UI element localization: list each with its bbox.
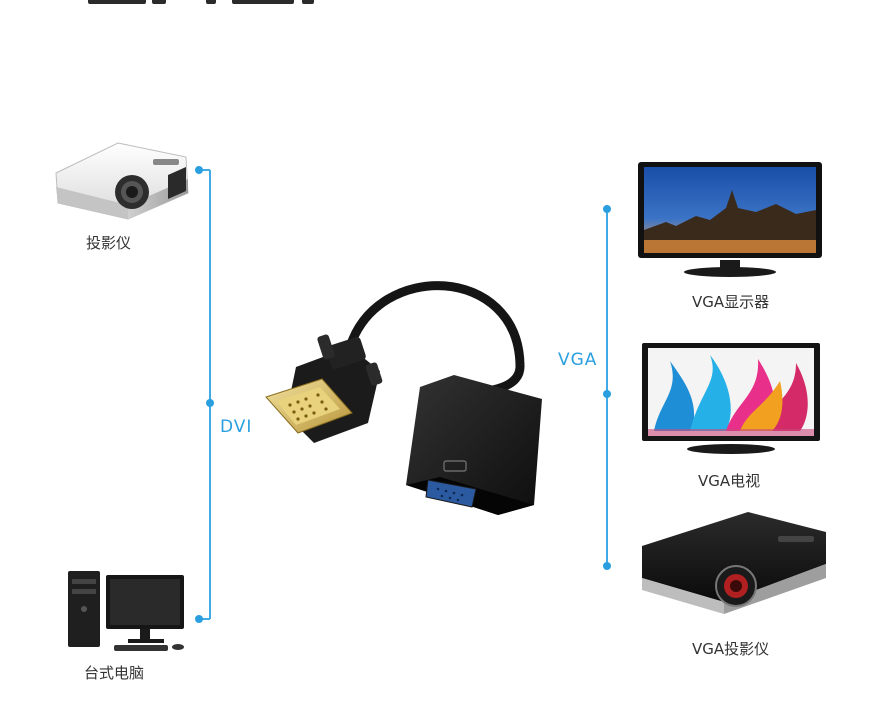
vga-projector-label: VGA投影仪 (692, 640, 770, 658)
cropped-top-text (88, 0, 146, 4)
tv-icon (640, 341, 822, 459)
monitor-icon (636, 160, 824, 280)
cropped-top-text (206, 0, 216, 4)
cropped-top-text (232, 0, 294, 4)
dvi-label: DVI (220, 417, 253, 437)
vga-projector-icon (638, 506, 830, 621)
projector-icon (48, 135, 193, 225)
desktop-computer-icon (62, 565, 192, 653)
dvi-to-vga-adapter-icon (258, 275, 548, 515)
cropped-top-text (152, 0, 166, 4)
cropped-top-text (302, 0, 314, 4)
desktop-computer-label: 台式电脑 (84, 664, 145, 682)
vga-monitor-label: VGA显示器 (692, 293, 770, 311)
projector-label: 投影仪 (86, 234, 132, 252)
vga-label: VGA (558, 350, 598, 370)
vga-tv-label: VGA电视 (698, 472, 761, 490)
